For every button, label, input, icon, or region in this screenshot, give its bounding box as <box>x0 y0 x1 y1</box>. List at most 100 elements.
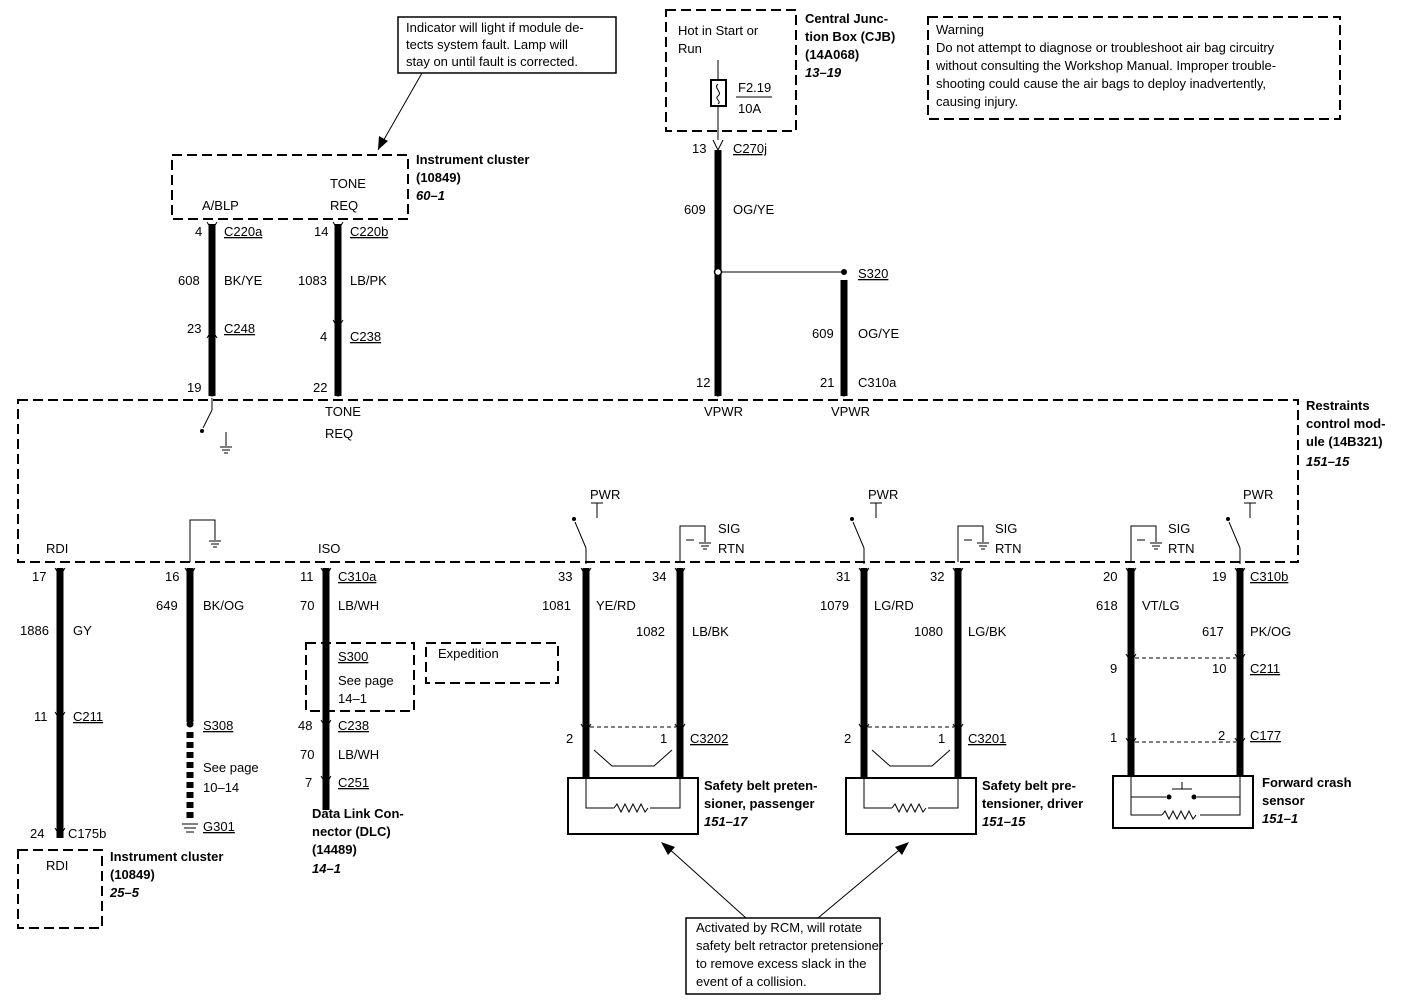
fuse-icon <box>710 79 727 107</box>
connector-c270j: C270j <box>733 141 767 156</box>
pin-23: 23 <box>187 321 201 336</box>
wire-lbwh-b: LB/WH <box>338 747 379 762</box>
connector-c251: C251 <box>338 775 369 790</box>
connector-c310b: C310b <box>1250 569 1288 584</box>
indicator-note-line-3: stay on until fault is corrected. <box>406 54 578 69</box>
pin-14: 14 <box>314 224 328 239</box>
pin-1-c3202: 1 <box>660 731 667 746</box>
see-page-a: See page <box>338 673 394 688</box>
pin-19: 19 <box>187 380 201 395</box>
rcm-vpwr-1: VPWR <box>704 404 743 419</box>
pin-17: 17 <box>32 569 46 584</box>
pin-22: 22 <box>313 380 327 395</box>
wire-70b: 70 <box>300 747 314 762</box>
rcm-pwr-3: PWR <box>1243 487 1273 502</box>
pin-19-c310b: 19 <box>1212 569 1226 584</box>
pin-33: 33 <box>558 569 572 584</box>
fcs-title-1: Forward crash <box>1262 775 1352 790</box>
wire-ogye-b: OG/YE <box>858 326 900 341</box>
switch-icon <box>200 398 232 454</box>
connector-c310a-top: C310a <box>858 375 897 390</box>
sbp-drv-title-1: Safety belt pre- <box>982 778 1076 793</box>
dlc-title-3: (14489) <box>312 842 357 857</box>
pin-48: 48 <box>298 718 312 733</box>
page-10-14: 10–14 <box>203 780 239 795</box>
pretensioner-pass-box <box>567 777 699 835</box>
wire-pkog: PK/OG <box>1250 624 1291 639</box>
rcm-sig-2: SIG <box>995 521 1017 536</box>
pin-2-c3202: 2 <box>566 731 573 746</box>
wire-609a: 609 <box>684 202 706 217</box>
rcm-rdi: RDI <box>46 541 68 556</box>
pretensioner-drv-box <box>845 777 977 835</box>
cjb-fuse: F2.19 <box>738 80 771 95</box>
warning-title: Warning <box>936 22 984 37</box>
ic-bottom-title-1: Instrument cluster <box>110 849 223 864</box>
warning-note: Warning Do not attempt to diagnose or tr… <box>927 16 1341 120</box>
pin-7: 7 <box>305 775 312 790</box>
wire-617: 617 <box>1202 624 1224 639</box>
pwr-switch-icon-2 <box>850 502 882 564</box>
dlc-title-1: Data Link Con- <box>312 806 404 821</box>
connector-c220a: C220a <box>224 224 263 239</box>
warning-line-2: without consulting the Workshop Manual. … <box>935 58 1276 73</box>
pin-4-c238: 4 <box>320 329 327 344</box>
cjb-title-line-3: (14A068) <box>805 47 859 62</box>
rcm-title-3: ule (14B321) <box>1306 434 1383 449</box>
rcm-pwr-2: PWR <box>868 487 898 502</box>
wire-vtlg: VT/LG <box>1142 598 1180 613</box>
splice-s320 <box>713 267 723 277</box>
wire-lgrd: LG/RD <box>874 598 914 613</box>
pin-13: 13 <box>692 141 706 156</box>
wire-1081: 1081 <box>542 598 571 613</box>
forward-crash-sensor-box <box>1112 775 1254 829</box>
wire-lbbk: LB/BK <box>692 624 729 639</box>
cjb-title-line-1: Central Junc- <box>805 11 888 26</box>
cjb-state-line-1: Hot in Start or <box>678 23 759 38</box>
crash-sensor-switch-icon <box>1130 776 1241 821</box>
activated-line-3: to remove excess slack in the <box>696 956 867 971</box>
wire-lbwh-a: LB/WH <box>338 598 379 613</box>
ic-top-title-1: Instrument cluster <box>416 152 529 167</box>
sbp-drv-title-2: tensioner, driver <box>982 796 1083 811</box>
connector-c248: C248 <box>224 321 255 336</box>
cjb-state-line-2: Run <box>678 41 702 56</box>
connector-c211-right: C211 <box>1250 661 1280 676</box>
indicator-note-line-1: Indicator will light if module de- <box>406 20 584 35</box>
rcm-title-2: control mod- <box>1306 416 1385 431</box>
activated-line-4: event of a collision. <box>696 974 807 989</box>
wire-lgbk: LG/BK <box>968 624 1007 639</box>
ic-bottom-page: 25–5 <box>109 885 140 900</box>
rcm-rtn-3: RTN <box>1168 541 1194 556</box>
ground-icon <box>189 519 221 562</box>
wire-1079: 1079 <box>820 598 849 613</box>
pretensioner-drv-icon <box>871 749 951 767</box>
ic-req-label: REQ <box>330 198 358 213</box>
wire-609b: 609 <box>812 326 834 341</box>
expedition-label: Expedition <box>438 646 499 661</box>
restraints-control-module: TONE REQ VPWR VPWR Restraints control mo… <box>17 398 1385 563</box>
wire-ogye-a: OG/YE <box>733 202 775 217</box>
wire-bkye: BK/YE <box>224 273 263 288</box>
rcm-sig-1: SIG <box>718 521 740 536</box>
warning-line-3: shooting could cause the air bags to dep… <box>936 76 1266 91</box>
sbp-pass-title-2: sioner, passenger <box>704 796 815 811</box>
rcm-tone: TONE <box>325 404 361 419</box>
pin-24: 24 <box>30 826 44 841</box>
wire-1886: 1886 <box>20 623 49 638</box>
pwr-switch-icon-3 <box>1226 502 1256 564</box>
rcm-pwr-1: PWR <box>590 487 620 502</box>
sig-rtn-ground-icon-1 <box>679 525 711 562</box>
pin-10: 10 <box>1212 661 1226 676</box>
sig-rtn-ground-icon-3 <box>1130 525 1162 562</box>
wire-lbpk: LB/PK <box>350 273 387 288</box>
rcm-iso: ISO <box>318 541 340 556</box>
wire-1080: 1080 <box>914 624 943 639</box>
dlc-title-2: nector (DLC) <box>312 824 391 839</box>
rcm-page: 151–15 <box>1306 454 1350 469</box>
rdi-box-label: RDI <box>46 858 68 873</box>
fcs-page: 151–1 <box>1262 811 1298 826</box>
rcm-sig-3: SIG <box>1168 521 1190 536</box>
pin-1-c177: 1 <box>1110 730 1117 745</box>
